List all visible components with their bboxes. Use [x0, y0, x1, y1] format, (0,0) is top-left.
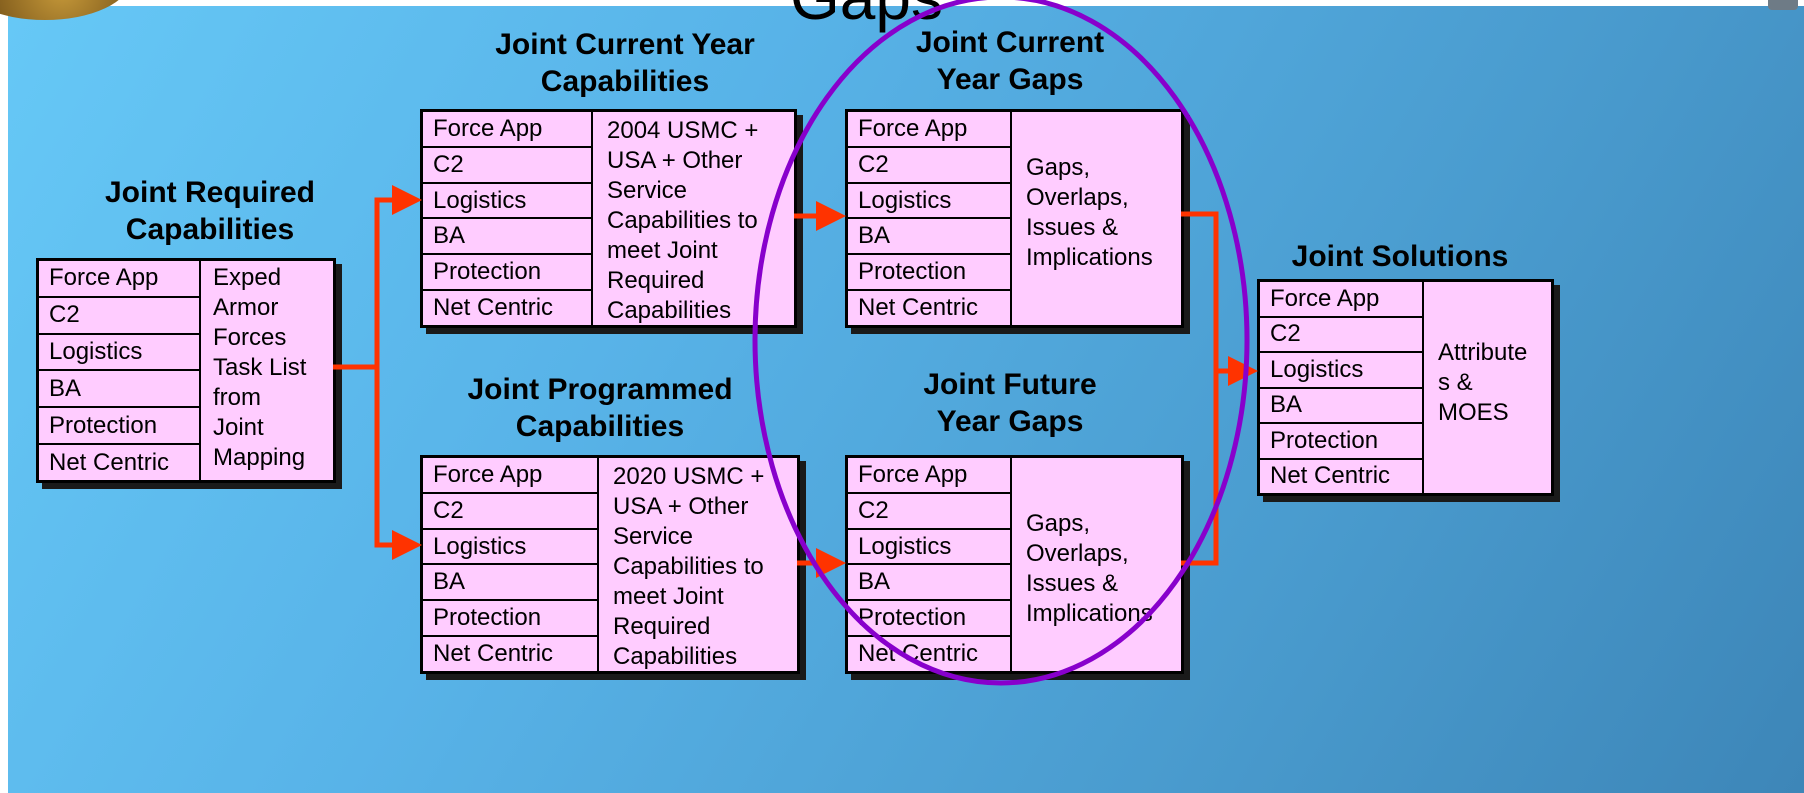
programmed-capabilities-title: Joint Programmed Capabilities	[467, 373, 733, 443]
category-protection: Protection	[848, 255, 1010, 292]
category-logistics: Logistics	[423, 530, 597, 566]
category-c2: C2	[1260, 318, 1422, 353]
category-logistics: Logistics	[848, 184, 1010, 220]
current-gaps-title: Joint Current Year Gaps	[915, 26, 1105, 96]
solutions-box: Force App C2 Logistics BA Protection Net…	[1257, 279, 1554, 496]
required-capabilities-description: Exped Armor Forces Task List from Joint …	[213, 264, 307, 471]
category-force-app: Force App	[423, 112, 591, 148]
category-force-app: Force App	[1260, 282, 1422, 318]
connector-future-gaps-merge	[1181, 371, 1219, 566]
required-capabilities-title: Joint Required Capabilities	[104, 176, 315, 246]
category-net-centric: Net Centric	[433, 640, 554, 668]
gaps-highlight-ellipse	[752, 0, 1250, 686]
category-protection: Protection	[39, 408, 199, 446]
programmed-capabilities-description: 2020 USMC + USA + Other Service Capabili…	[613, 463, 765, 670]
category-net-centric: Net Centric	[49, 448, 170, 476]
category-ba: BA	[848, 565, 1010, 602]
category-logistics: Logistics	[848, 530, 1010, 566]
category-c2: C2	[423, 494, 597, 530]
current-gaps-description: Gaps, Overlaps, Issues & Implications	[1026, 153, 1153, 271]
category-logistics: Logistics	[39, 335, 199, 372]
current-gaps-box: Force App C2 Logistics BA Protection Net…	[845, 109, 1184, 328]
category-protection: Protection	[1260, 424, 1422, 460]
category-force-app: Force App	[848, 458, 1010, 494]
programmed-capabilities-box: Force App C2 Logistics BA Protection Net…	[420, 455, 800, 674]
category-logistics: Logistics	[1260, 353, 1422, 389]
connector-current-gaps-merge	[1181, 211, 1219, 371]
category-list: Force App C2 Logistics BA Protection Net…	[848, 112, 1012, 325]
category-ba: BA	[848, 219, 1010, 256]
arrow-to-programmed-capabilities	[374, 367, 422, 560]
category-net-centric: Net Centric	[433, 294, 554, 322]
category-list: Force App C2 Logistics BA Protection Net…	[423, 458, 599, 671]
category-net-centric: Net Centric	[858, 294, 979, 322]
category-protection: Protection	[848, 601, 1010, 638]
current-capabilities-title: Joint Current Year Capabilities	[495, 28, 755, 98]
category-logistics: Logistics	[423, 184, 591, 220]
category-c2: C2	[848, 148, 1010, 184]
corner-logo	[1768, 0, 1798, 10]
future-gaps-description: Gaps, Overlaps, Issues & Implications	[1026, 509, 1153, 627]
category-c2: C2	[39, 298, 199, 335]
current-capabilities-box: Force App C2 Logistics BA Protection Net…	[420, 109, 797, 328]
category-c2: C2	[848, 494, 1010, 530]
category-list: Force App C2 Logistics BA Protection Net…	[1260, 282, 1424, 493]
solutions-title: Joint Solutions	[1291, 240, 1509, 273]
future-gaps-title: Joint Future Year Gaps	[923, 368, 1097, 438]
solutions-description: Attribute s & MOES	[1438, 338, 1528, 426]
category-protection: Protection	[423, 255, 591, 292]
category-ba: BA	[423, 565, 597, 602]
category-ba: BA	[423, 219, 591, 256]
category-net-centric: Net Centric	[1270, 462, 1391, 490]
category-ba: BA	[1260, 389, 1422, 424]
category-list: Force App C2 Logistics BA Protection Net…	[39, 261, 201, 480]
category-list: Force App C2 Logistics BA Protection Net…	[423, 112, 593, 325]
category-list: Force App C2 Logistics BA Protection Net…	[848, 458, 1012, 671]
category-ba: BA	[39, 371, 199, 409]
arrow-to-current-capabilities	[374, 185, 422, 367]
category-force-app: Force App	[848, 112, 1010, 148]
category-force-app: Force App	[423, 458, 597, 494]
category-force-app: Force App	[39, 261, 199, 298]
category-c2: C2	[423, 148, 591, 184]
required-capabilities-box: Force App C2 Logistics BA Protection Net…	[36, 258, 336, 483]
current-capabilities-description: 2004 USMC + USA + Other Service Capabili…	[607, 117, 759, 324]
category-protection: Protection	[423, 601, 597, 638]
